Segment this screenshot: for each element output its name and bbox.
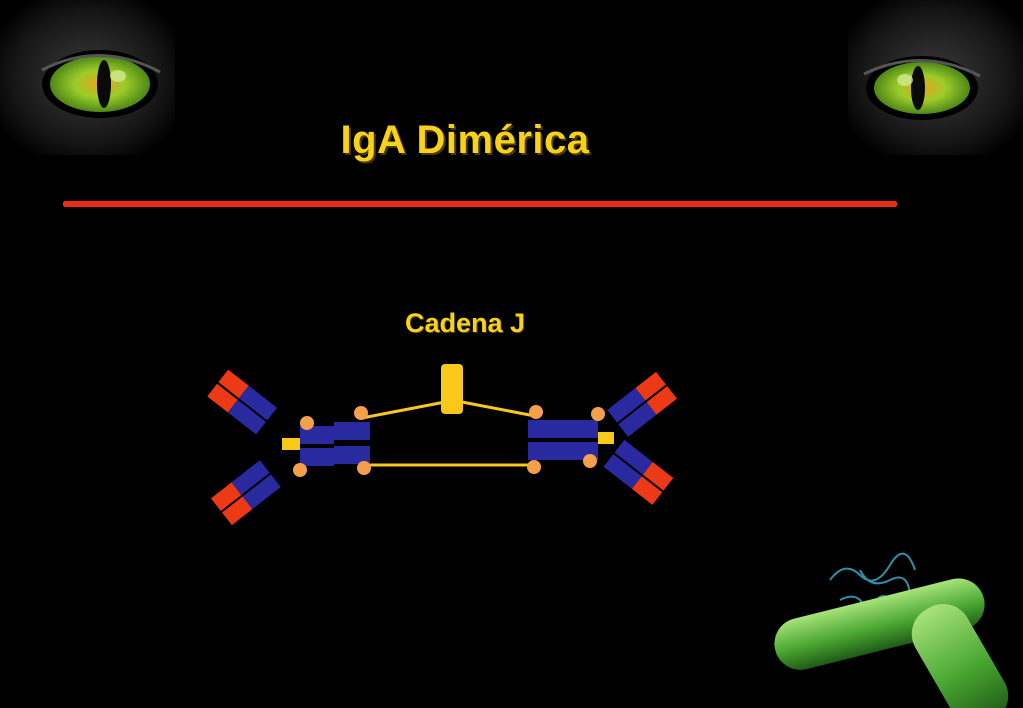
j-chain-label: Cadena J — [404, 308, 526, 338]
disulfide-joint — [583, 454, 597, 468]
iga-monomer-right — [527, 371, 677, 505]
j-chain-links — [361, 400, 536, 467]
disulfide-joint — [527, 460, 541, 474]
disulfide-joint — [529, 405, 543, 419]
disulfide-joint — [300, 416, 314, 430]
cat-eye-right-icon — [848, 0, 1023, 155]
j-chain — [441, 364, 463, 414]
title-divider — [63, 201, 897, 207]
disulfide-joint — [357, 461, 371, 475]
iga-monomer-left — [207, 369, 371, 526]
disulfide-joint — [591, 407, 605, 421]
disulfide-joint — [354, 406, 368, 420]
iga-dimer-diagram — [207, 364, 677, 526]
slide-title: IgA Dimérica — [340, 118, 590, 162]
cat-eye-left-icon — [0, 0, 175, 155]
disulfide-joint — [293, 463, 307, 477]
bacteria-icon — [774, 552, 1009, 708]
